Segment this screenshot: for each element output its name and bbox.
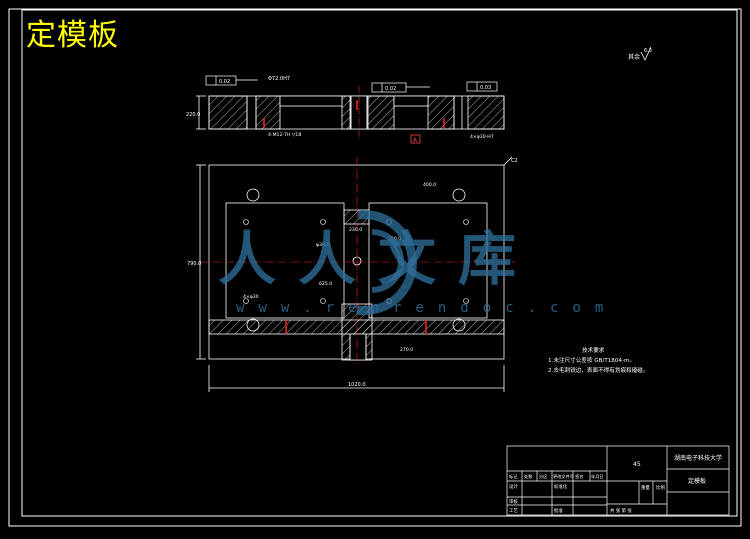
title-block — [506, 445, 730, 516]
tb-scale: 比例 — [656, 484, 665, 491]
inner-frame — [21, 9, 738, 517]
callout-a: Φ72.0H7 — [268, 76, 290, 82]
callout-c: φ38.0 — [316, 242, 329, 248]
watermark-url: www.renrendoc.com — [236, 300, 618, 316]
tb-rev-3: 更改文件号 — [553, 473, 574, 480]
tb-rev-1: 处数 — [524, 473, 533, 480]
notes-line-1: 1.未注尺寸公差按 GB/T1804-m。 — [548, 358, 636, 364]
notes-heading: 技术要求 — [582, 348, 605, 354]
dim-d: 625.0 — [319, 281, 332, 287]
datum-box — [410, 134, 421, 144]
tol-2: 0.02 — [385, 86, 396, 92]
dim-a: 400.0 — [423, 182, 436, 188]
tb-school: 湖南电子科技大学 — [674, 454, 722, 462]
hole-spec: 4-M12-7H ▽18 — [268, 132, 301, 138]
tb-rev-5: 年月日 — [591, 473, 604, 480]
corner-tag: C2 — [511, 158, 518, 164]
watermark-emblem — [356, 210, 417, 316]
dim-overall-width: 1020.0 — [348, 382, 366, 388]
tol-1: 0.02 — [219, 79, 230, 85]
tb-weight: 重量 — [641, 484, 650, 491]
tb-approve: 批准 — [554, 507, 563, 514]
tb-craft: 工艺 — [509, 508, 518, 514]
notes-line-2: 2.去毛刺锐边，表面不得有划痕和磕碰。 — [548, 368, 649, 374]
technical-notes: 技术要求 1.未注尺寸公差按 GB/T1804-m。 2.去毛刺锐边，表面不得有… — [548, 346, 648, 376]
callout-b: 4×φ30 — [243, 294, 259, 300]
watermark-text: 人人文库 — [218, 225, 539, 293]
roughness-value: 6.3 — [644, 48, 652, 54]
tolerance-frames — [205, 75, 498, 93]
tb-rev-4: 签名 — [575, 473, 583, 480]
tb-material: 45 — [633, 461, 641, 468]
dim-e: 270.0 — [400, 347, 413, 353]
tb-drawing-name: 定模板 — [688, 477, 706, 485]
outer-frame — [8, 8, 742, 527]
tb-checker: 审核 — [509, 498, 518, 505]
dim-top-thickness: 220.0 — [186, 112, 200, 118]
hole-spec2: 4×φ30-H7 — [470, 134, 494, 140]
roughness-icon — [640, 46, 652, 61]
tb-sheet: 共 张 第 张 — [610, 507, 632, 514]
tb-designer: 设计 — [509, 483, 518, 490]
roughness-label: 其余 — [628, 53, 640, 61]
datum-label: A — [413, 137, 418, 144]
tol-3: 0.03 — [480, 85, 491, 91]
tb-standard: 标准化 — [554, 483, 568, 490]
tb-rev-2: 分区 — [539, 473, 547, 480]
drawing-title: 定模板 — [26, 18, 119, 53]
section-view — [196, 86, 505, 140]
tb-rev-0: 标记 — [509, 473, 518, 480]
dim-b: 230.0 — [349, 227, 362, 233]
dim-overall-height: 790.0 — [187, 261, 201, 267]
